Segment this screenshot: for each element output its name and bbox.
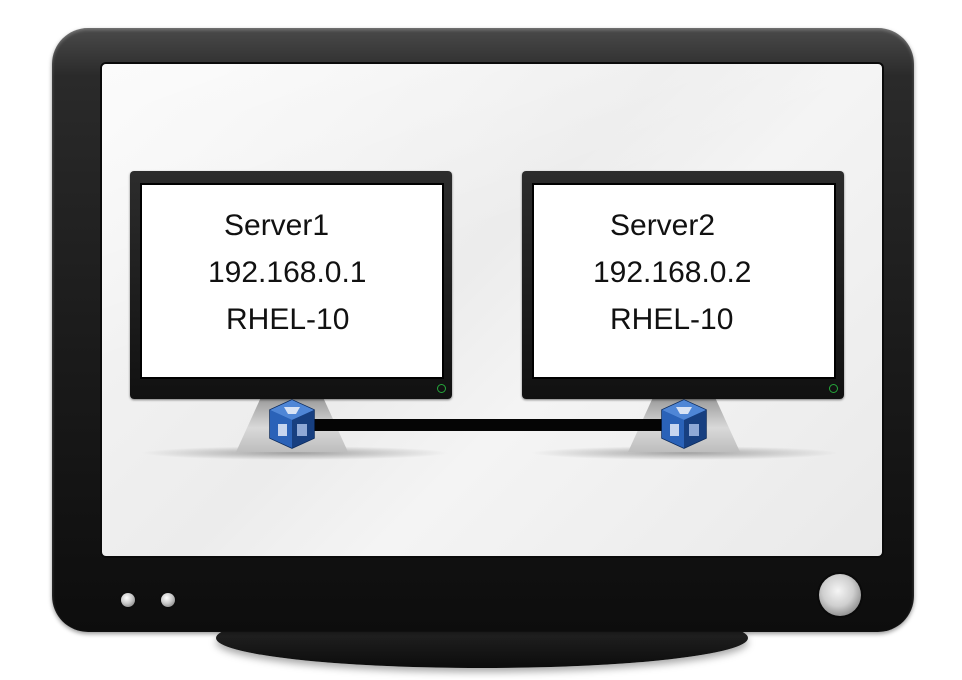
indicator-light-2 [161, 593, 175, 607]
power-icon [829, 384, 838, 393]
server1-screen [140, 183, 444, 379]
indicator-light-1 [121, 593, 135, 607]
virtualbox-logo-icon [661, 399, 707, 449]
server2-ip: 192.168.0.2 [593, 256, 752, 289]
server1-os: RHEL-10 [226, 303, 350, 336]
server1-shadow [140, 446, 450, 460]
server2-monitor [522, 171, 844, 399]
server1-ip: 192.168.0.1 [208, 256, 367, 289]
server2-screen [532, 183, 836, 379]
power-icon [437, 384, 446, 393]
virtualbox-logo-icon [269, 399, 315, 449]
server1-name: Server1 [224, 209, 330, 242]
server1-monitor [130, 171, 452, 399]
network-cable [303, 419, 683, 431]
power-button-icon [819, 574, 861, 616]
server2-os: RHEL-10 [610, 303, 734, 336]
server2-name: Server2 [610, 209, 716, 242]
server2-shadow [530, 446, 840, 460]
